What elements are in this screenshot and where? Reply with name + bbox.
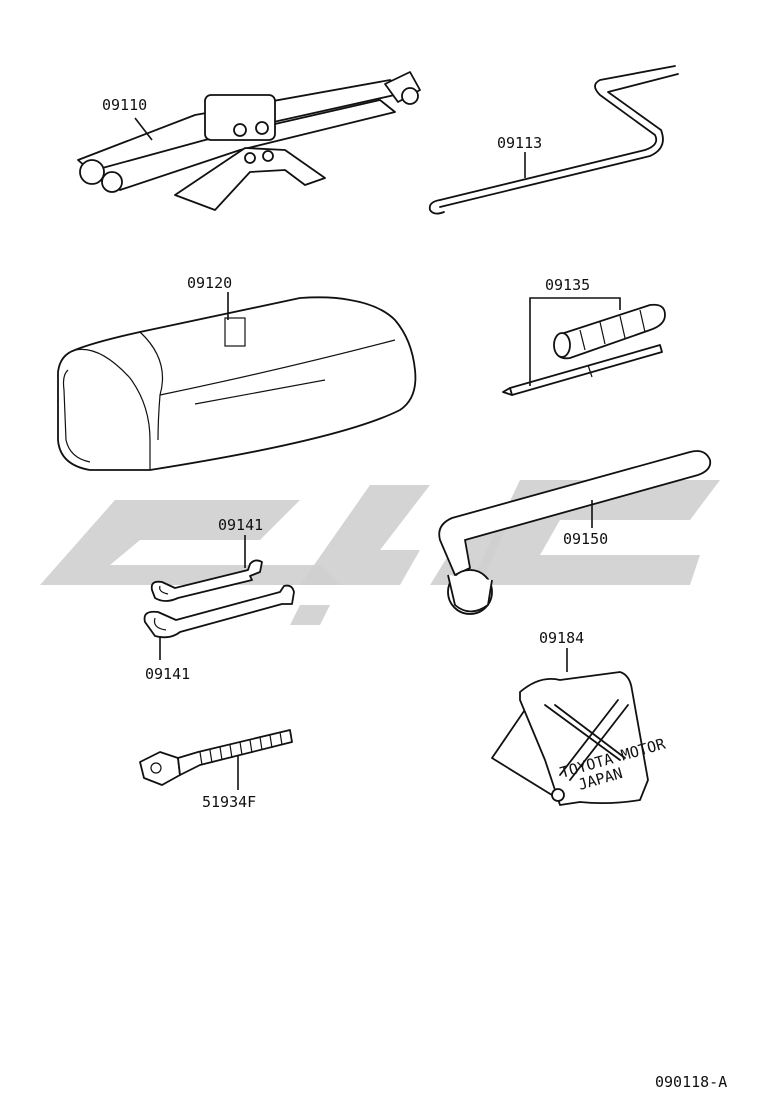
arabic-logo-watermark-icon <box>40 480 720 625</box>
wrench-upper-callout-label: 09141 <box>218 516 263 534</box>
drawing-number: 090118-A <box>655 1073 727 1091</box>
wrench-upper-part <box>150 559 263 602</box>
wheel-nut-wrench-part <box>438 450 712 615</box>
jack-callout-label: 09110 <box>102 96 147 114</box>
wheel-chock-callout-label: 09184 <box>539 629 584 647</box>
bolt-callout-label: 51934F <box>202 793 256 811</box>
screwdriver-leader-line-handle <box>578 297 621 310</box>
wrench-lower-part <box>143 584 295 639</box>
screwdriver-leader-line <box>529 297 578 386</box>
jack-handle-callout-label: 09113 <box>497 134 542 152</box>
tool-bag-callout-label: 09120 <box>187 274 232 292</box>
wrench-lower-callout-label: 09141 <box>145 665 190 683</box>
wheel-nut-wrench-callout-label: 09150 <box>563 530 608 548</box>
jack-part <box>77 71 421 211</box>
screwdriver-part <box>502 303 666 396</box>
bolt-part <box>139 729 293 786</box>
screwdriver-callout-label: 09135 <box>545 276 590 294</box>
tool-bag-part <box>57 296 417 471</box>
jack-leader-line <box>134 117 153 141</box>
wheel-chock-part <box>491 671 649 806</box>
jack-handle-part <box>428 65 679 215</box>
